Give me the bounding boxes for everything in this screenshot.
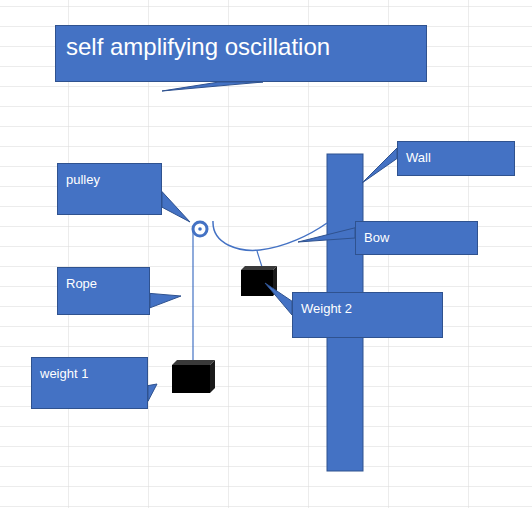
callout-pointer: [265, 283, 292, 315]
title-pointer: [162, 82, 263, 91]
callout-pointer: [148, 384, 157, 401]
callout-label: weight 1: [40, 366, 139, 382]
bow: [213, 221, 327, 250]
callout-pointer: [150, 293, 181, 307]
title: self amplifying oscillation: [66, 32, 416, 62]
callout-label: Wall: [406, 150, 506, 166]
callout-pointer: [162, 192, 190, 222]
rope: [257, 251, 262, 267]
rope: [192, 231, 193, 362]
callout-label: Rope: [66, 276, 141, 292]
callout-box: Weight 2: [292, 292, 443, 338]
pulley: [193, 222, 207, 236]
title-box: self amplifying oscillation: [55, 25, 427, 82]
callout-box: pulley: [57, 163, 162, 215]
callout-label: pulley: [66, 172, 153, 188]
pulley-axle: [198, 227, 202, 231]
callout-pointer: [362, 148, 397, 183]
callout-box: weight 1: [31, 357, 148, 409]
callout-box: Wall: [397, 141, 515, 176]
callout-label: Weight 2: [301, 301, 434, 317]
callout-box: Rope: [57, 267, 150, 315]
weight: [172, 360, 215, 393]
callout-pointer: [298, 228, 355, 242]
callout-label: Bow: [364, 230, 469, 246]
callout-box: Bow: [355, 221, 478, 255]
